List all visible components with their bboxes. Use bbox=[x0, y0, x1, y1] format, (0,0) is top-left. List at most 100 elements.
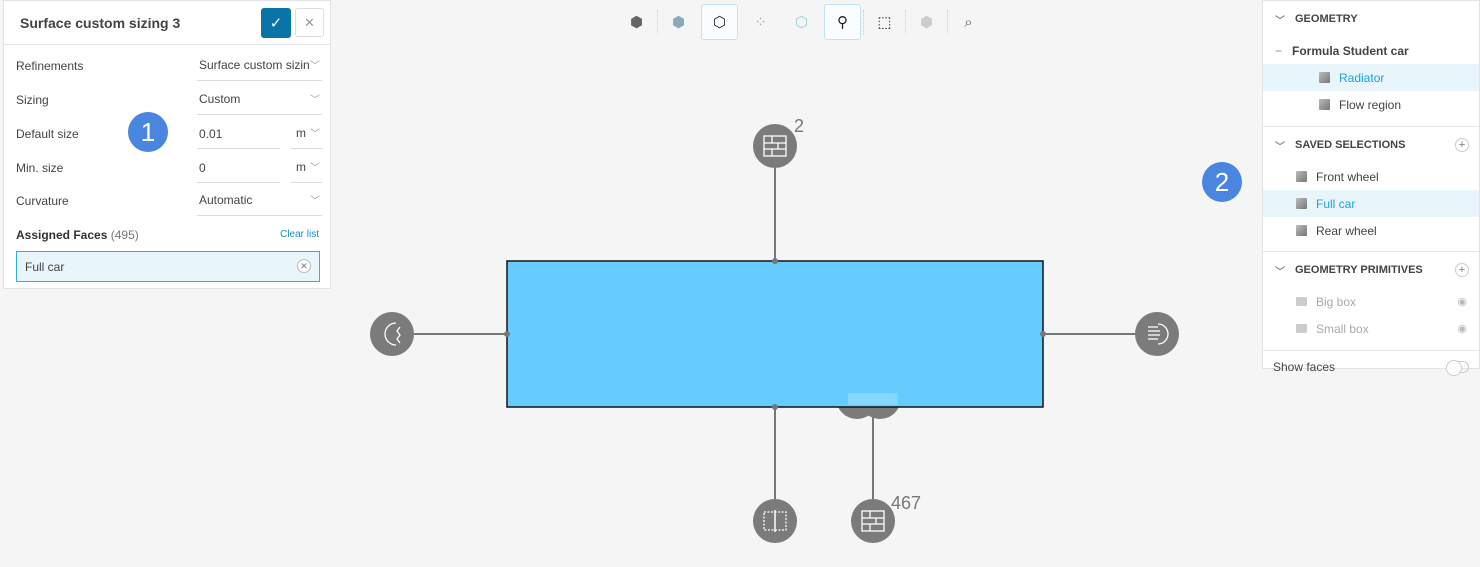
item-label: Radiator bbox=[1339, 70, 1385, 85]
sizing-select[interactable]: Custom ﹀ bbox=[197, 85, 322, 115]
symmetry-node[interactable] bbox=[753, 499, 797, 543]
divider bbox=[863, 10, 864, 34]
sizing-label: Sizing bbox=[16, 93, 49, 107]
wall-node-bottom[interactable] bbox=[851, 499, 895, 543]
box-select-icon: ⬚ bbox=[877, 14, 892, 31]
select-volume-button[interactable]: ⬢ bbox=[660, 4, 697, 40]
item-label: Big box bbox=[1316, 294, 1357, 309]
outlet-node[interactable] bbox=[1135, 312, 1179, 356]
item-label: Formula Student car bbox=[1292, 43, 1409, 58]
min-size-input[interactable]: 0 bbox=[197, 153, 280, 183]
section-title: GEOMETRY PRIMITIVES bbox=[1295, 264, 1423, 276]
chevron-down-icon: ﹀ bbox=[310, 196, 320, 207]
tape-icon: ⌕ bbox=[964, 13, 973, 31]
eye-hidden-icon[interactable]: ◉ bbox=[1457, 323, 1467, 335]
selected-box[interactable] bbox=[506, 260, 1044, 408]
step-badge-1: 1 bbox=[128, 112, 168, 152]
show-faces-row: Show faces bbox=[1263, 351, 1479, 383]
primitive-item-big-box[interactable]: Big box ◉ bbox=[1263, 288, 1479, 315]
box-icon bbox=[1296, 297, 1307, 306]
collapse-icon[interactable]: − bbox=[1275, 43, 1283, 58]
curvature-label: Curvature bbox=[16, 194, 69, 208]
section-title: GEOMETRY bbox=[1295, 13, 1358, 25]
brick-wall-icon bbox=[861, 510, 885, 532]
panel-title: Surface custom sizing 3 bbox=[20, 14, 181, 31]
select-edge-button[interactable]: ⬡ bbox=[783, 4, 820, 40]
curvature-select[interactable]: Automatic ﹀ bbox=[197, 186, 322, 216]
saved-item-rear-wheel[interactable]: Rear wheel bbox=[1263, 217, 1479, 244]
tree-item-formula-student-car[interactable]: −Formula Student car bbox=[1263, 37, 1479, 64]
chevron-down-icon: ﹀ bbox=[1275, 15, 1285, 27]
saved-selections-header[interactable]: ﹀ SAVED SELECTIONS + bbox=[1263, 127, 1479, 163]
saved-selections-section: ﹀SAVED SELECTIONS+ Front wheel Full car … bbox=[1263, 127, 1479, 252]
min-size-unit-select[interactable]: m﹀ bbox=[291, 153, 322, 183]
box-select-button[interactable]: ⬚ bbox=[866, 4, 903, 40]
curvature-value: Automatic bbox=[199, 193, 253, 207]
selection-icon bbox=[1296, 171, 1307, 182]
chevron-down-icon: ﹀ bbox=[310, 129, 320, 140]
item-label: Rear wheel bbox=[1316, 223, 1377, 238]
edge-icon: ⬡ bbox=[794, 14, 809, 31]
assigned-item: Full car bbox=[25, 260, 65, 274]
point-button[interactable]: ⚲ bbox=[824, 4, 861, 40]
hide-button[interactable]: ⬢ bbox=[908, 4, 945, 40]
eye-hidden-icon[interactable]: ◉ bbox=[1457, 296, 1467, 308]
check-icon: ✓ bbox=[269, 15, 283, 32]
face-select-icon: ⬡ bbox=[712, 14, 727, 31]
solid-icon bbox=[1319, 99, 1330, 110]
inlet-node[interactable] bbox=[370, 312, 414, 356]
select-vertex-button[interactable]: ⁘ bbox=[742, 4, 779, 40]
pin-icon: ⚲ bbox=[837, 14, 848, 31]
geometry-primitives-header[interactable]: ﹀ GEOMETRY PRIMITIVES + bbox=[1263, 252, 1479, 288]
confirm-button[interactable]: ✓ bbox=[261, 8, 291, 38]
saved-item-front-wheel[interactable]: Front wheel bbox=[1263, 163, 1479, 190]
refinements-select[interactable]: Surface custom sizin﹀ bbox=[197, 51, 322, 81]
chevron-down-icon: ﹀ bbox=[1275, 266, 1285, 278]
panel-header: Surface custom sizing 3 ✓ ✕ bbox=[4, 1, 330, 45]
cube-icon: ⬢ bbox=[629, 14, 644, 31]
add-selection-icon[interactable]: + bbox=[1455, 138, 1469, 152]
chevron-down-icon: ﹀ bbox=[310, 61, 320, 72]
item-label: Full car bbox=[1316, 196, 1356, 211]
close-button[interactable]: ✕ bbox=[295, 8, 324, 37]
view-cube-button[interactable]: ⬢ bbox=[618, 4, 655, 40]
chevron-down-icon: ﹀ bbox=[1275, 141, 1285, 153]
refinements-value: Surface custom sizin bbox=[199, 58, 310, 72]
divider bbox=[905, 10, 906, 34]
vertex-icon: ⁘ bbox=[754, 14, 767, 31]
sizing-value: Custom bbox=[199, 92, 241, 106]
chevron-down-icon: ﹀ bbox=[310, 163, 320, 174]
remove-icon[interactable]: ✕ bbox=[297, 259, 311, 273]
default-size-unit-select[interactable]: m﹀ bbox=[291, 119, 322, 149]
geometry-header[interactable]: ﹀ GEOMETRY bbox=[1263, 1, 1479, 37]
add-primitive-icon[interactable]: + bbox=[1455, 263, 1469, 277]
tree-item-radiator[interactable]: Radiator bbox=[1263, 64, 1479, 91]
primitive-item-small-box[interactable]: Small box ◉ bbox=[1263, 315, 1479, 342]
measure-button[interactable]: ⌕ bbox=[950, 4, 987, 40]
solid-icon bbox=[1319, 72, 1330, 83]
show-faces-label: Show faces bbox=[1273, 360, 1336, 374]
item-label: Flow region bbox=[1339, 97, 1402, 112]
min-size-row: Min. size 0 m﹀ bbox=[16, 153, 322, 183]
chevron-down-icon: ﹀ bbox=[310, 95, 320, 106]
assigned-faces-list[interactable]: Full car ✕ bbox=[16, 251, 320, 282]
default-size-input[interactable]: 0.01 bbox=[197, 119, 280, 149]
scene-tree-panel: ﹀GEOMETRY −Formula Student car Radiator … bbox=[1262, 0, 1480, 376]
item-label: Small box bbox=[1316, 321, 1369, 336]
divider bbox=[947, 10, 948, 34]
section-title: SAVED SELECTIONS bbox=[1295, 139, 1406, 151]
close-icon: ✕ bbox=[304, 14, 315, 30]
unit-value: m bbox=[296, 126, 306, 140]
tree-item-flow-region[interactable]: Flow region bbox=[1263, 91, 1479, 118]
top-count: 2 bbox=[794, 116, 804, 136]
wall-node-top[interactable] bbox=[753, 124, 797, 168]
saved-item-full-car[interactable]: Full car bbox=[1263, 190, 1479, 217]
show-faces-toggle[interactable] bbox=[1446, 360, 1469, 376]
car-thumbnail bbox=[848, 393, 898, 405]
wireframe-icon: ⬢ bbox=[919, 14, 934, 31]
selection-icon bbox=[1296, 198, 1307, 209]
select-face-button[interactable]: ⬡ bbox=[701, 4, 738, 40]
step-badge-2: 2 bbox=[1202, 162, 1242, 202]
clear-list-link[interactable]: Clear list bbox=[280, 229, 319, 240]
